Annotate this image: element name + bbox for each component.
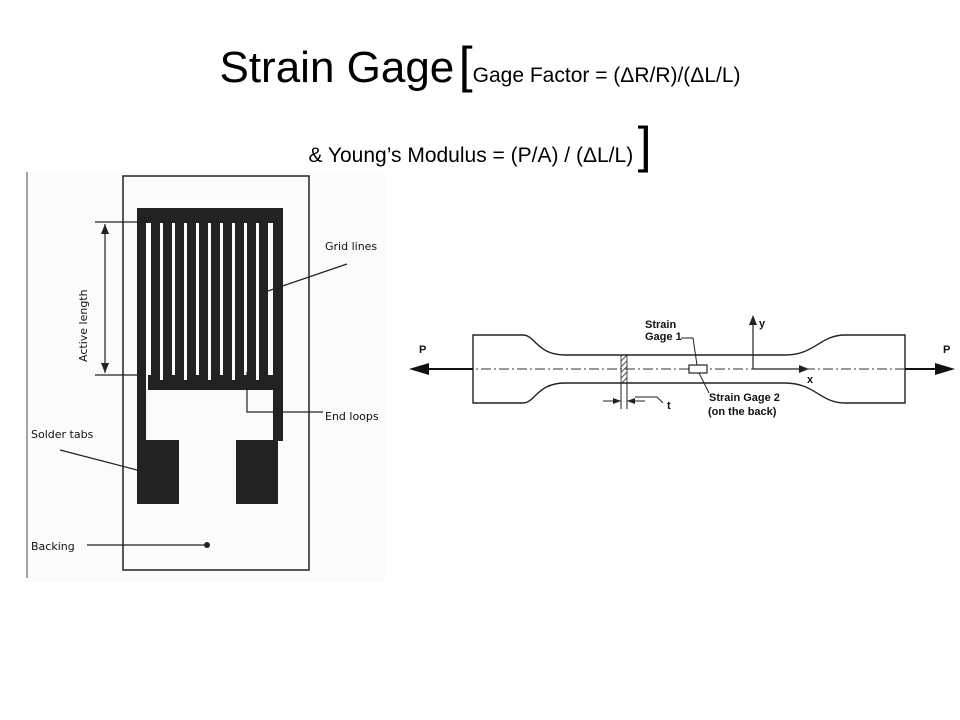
cross-section-hatch [620,354,628,384]
strain-gage-1-symbol [688,364,708,374]
x-axis-label: x [807,374,814,386]
title-line-1: Strain Gage [Gage Factor = (ΔR/R)/(ΔL/L) [0,30,960,113]
solder-tab-right [236,440,278,504]
thickness-label: t [667,400,671,412]
title-line-2: & Young’s Modulus = (P/A) / (ΔL/L) ] [0,117,960,186]
active-length-label: Active length [77,289,90,362]
title-gage-factor-formula: Gage Factor = (ΔR/R)/(ΔL/L) [472,64,741,87]
title-bracket-close: ] [637,117,652,173]
left-load-arrow [409,363,473,375]
thickness-dimension [603,383,664,409]
title-bracket-open: [ [458,37,473,93]
right-load-arrow [905,363,955,375]
strain-gage-1-label: Strain Gage 1 [645,319,682,343]
end-loops-leader [246,372,323,413]
coordinate-axes [749,315,809,373]
end-loops-label: End loops [325,410,379,423]
strain-gage-2-leader [698,372,710,394]
grid-lines [137,208,283,478]
solder-tab-left [137,440,179,504]
y-axis-label: y [759,318,766,330]
grid-lines-label: Grid lines [325,240,377,253]
strain-gage-2-label: Strain Gage 2 [709,392,780,404]
gage-backing [122,175,310,571]
slide-title: Strain Gage [Gage Factor = (ΔR/R)/(ΔL/L)… [0,30,960,186]
strain-gage-1-leader [681,337,698,366]
load-label-left: P [419,344,426,356]
title-youngs-modulus-formula: & Young’s Modulus = (P/A) / (ΔL/L) [308,144,634,167]
solder-tabs-label: Solder tabs [31,428,94,441]
tensile-specimen-diagram: P P t Strain Gage 1 Strain Gage 2 (on th… [409,315,955,418]
active-length-dimension [95,221,137,376]
title-main: Strain Gage [219,43,455,92]
load-label-right: P [943,344,950,356]
strain-gage-diagram: Active length Grid lines End loops Solde… [25,172,385,582]
strain-gage-2-note: (on the back) [708,406,777,418]
backing-label: Backing [31,540,75,553]
solder-tabs-leader [59,449,138,471]
grid-lines-leader [264,263,348,293]
